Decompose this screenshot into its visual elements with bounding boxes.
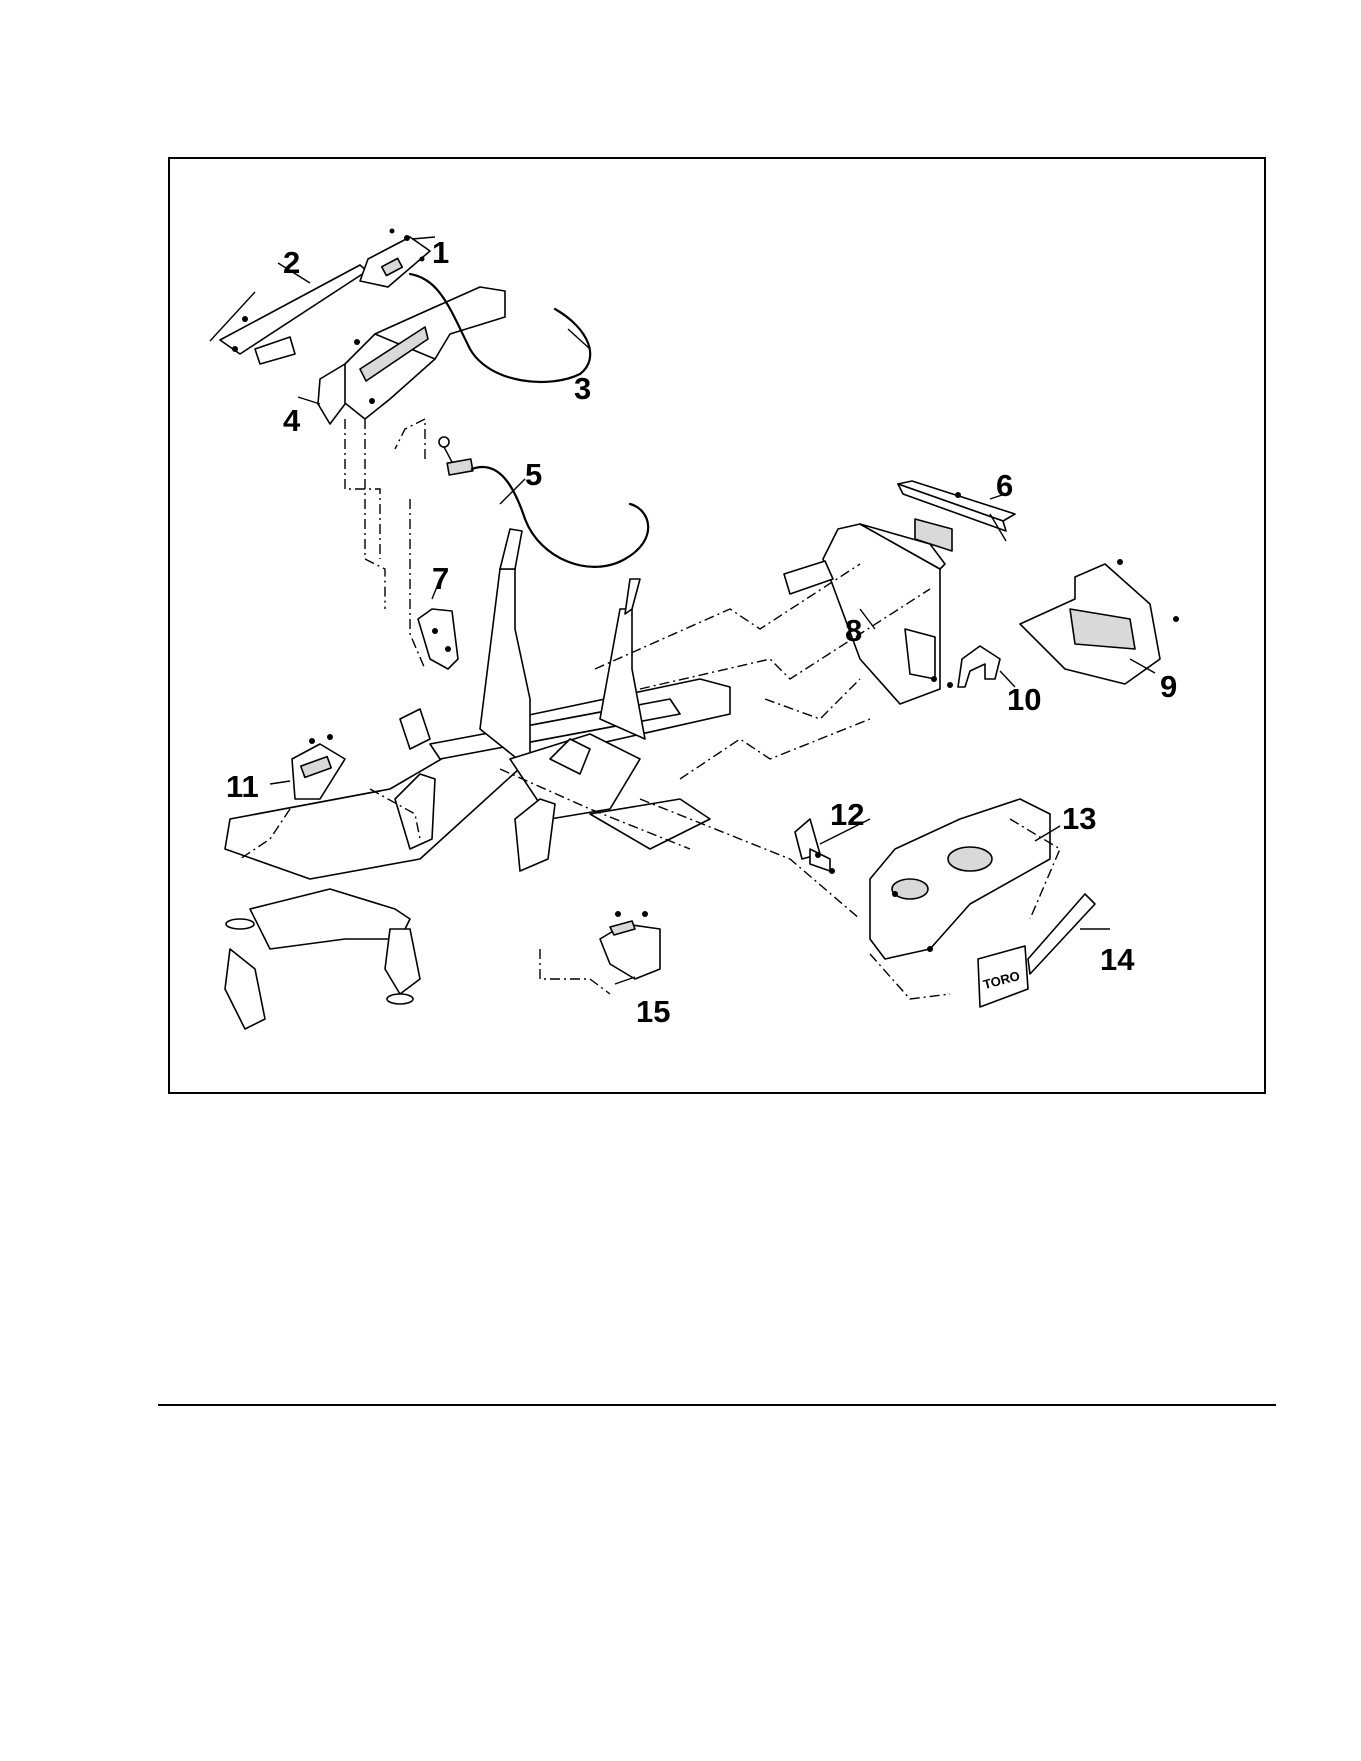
part-12-mount-bracket — [795, 819, 835, 874]
exploded-parts-diagram: TORO — [168, 157, 1266, 1094]
part-8-side-panel — [784, 519, 953, 704]
callout-6: 6 — [996, 470, 1013, 501]
part-10-handle — [958, 646, 1000, 687]
part-14-decal-plate: TORO — [978, 894, 1095, 1007]
callout-10: 10 — [1007, 684, 1041, 715]
part-4-console-housing — [318, 287, 505, 424]
part-9-rear-shield — [1020, 559, 1179, 684]
part-7-small-bracket — [418, 609, 458, 669]
part-11-left-cover — [292, 734, 345, 799]
callout-5: 5 — [525, 459, 542, 490]
callout-9: 9 — [1160, 671, 1177, 702]
callout-2: 2 — [283, 247, 300, 278]
callout-8: 8 — [845, 615, 862, 646]
callout-13: 13 — [1062, 803, 1096, 834]
callout-14: 14 — [1100, 944, 1134, 975]
callout-3: 3 — [574, 373, 591, 404]
part-1-control-plate — [360, 229, 430, 288]
part-13-right-console — [870, 799, 1050, 959]
callout-15: 15 — [636, 996, 670, 1027]
callout-12: 12 — [830, 799, 864, 830]
callout-4: 4 — [283, 405, 300, 436]
callout-7: 7 — [432, 563, 449, 594]
part-15-center-cover — [600, 911, 660, 979]
part-5-switch-cable — [439, 437, 648, 567]
callout-11: 11 — [226, 771, 259, 802]
footer-divider — [158, 1404, 1276, 1406]
callout-1: 1 — [432, 237, 449, 268]
